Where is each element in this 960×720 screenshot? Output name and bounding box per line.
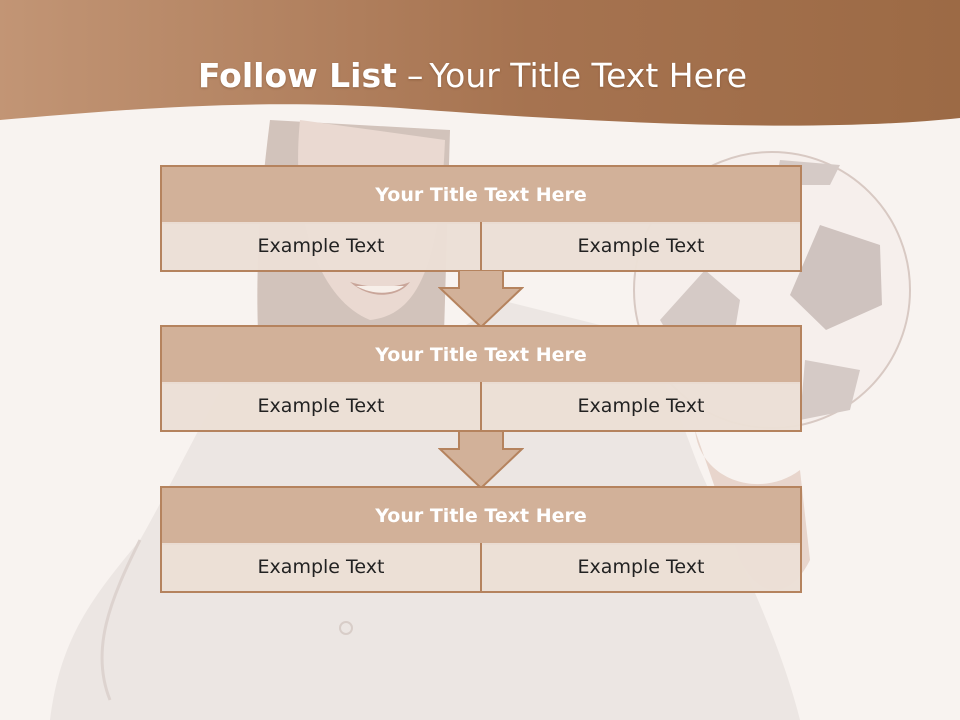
block-title[interactable]: Your Title Text Here xyxy=(160,325,802,384)
slide-title-sub: Your Title Text Here xyxy=(429,56,748,95)
block-title[interactable]: Your Title Text Here xyxy=(160,165,802,224)
slide-title-separator: – xyxy=(406,56,424,95)
block-left-text[interactable]: Example Text xyxy=(160,222,482,272)
block-right-text[interactable]: Example Text xyxy=(480,382,802,432)
block-right-text[interactable]: Example Text xyxy=(480,543,802,593)
down-arrow-icon xyxy=(438,270,524,328)
slide-title-main: Follow List xyxy=(197,56,397,95)
block-left-text[interactable]: Example Text xyxy=(160,543,482,593)
block-right-text[interactable]: Example Text xyxy=(480,222,802,272)
header-band xyxy=(0,0,960,126)
block-title[interactable]: Your Title Text Here xyxy=(160,486,802,545)
slide-title: Follow List–Your Title Text Here xyxy=(0,56,945,96)
down-arrow-icon xyxy=(438,431,524,489)
block-left-text[interactable]: Example Text xyxy=(160,382,482,432)
